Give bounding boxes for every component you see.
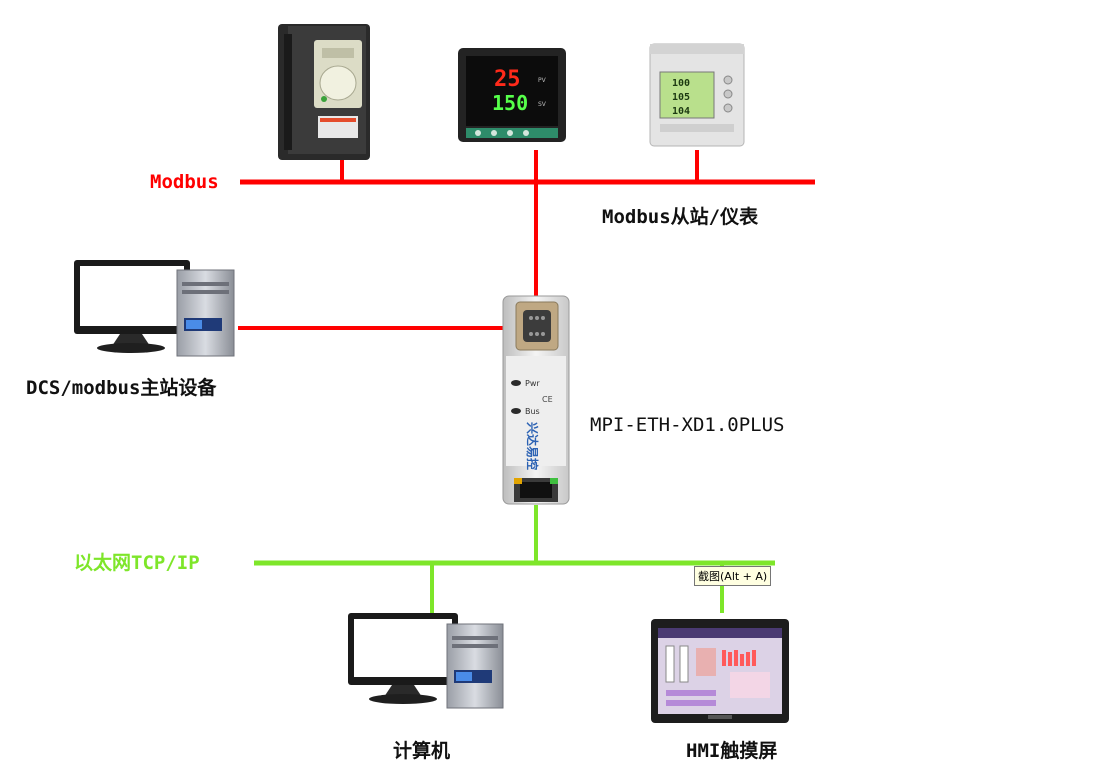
gateway-model-label: MPI-ETH-XD1.0PLUS: [590, 414, 784, 436]
meter-line-2: 105: [672, 92, 690, 103]
gateway-brand: 兴达易控: [525, 422, 540, 470]
ethernet-bus-label: 以太网TCP/IP: [74, 551, 200, 574]
sv-tag: SV: [538, 101, 547, 108]
ethernet-lines: [254, 505, 775, 613]
temperature-controller-icon: 25 150 PV SV: [458, 48, 566, 142]
pv-display: 25: [494, 67, 521, 92]
gateway-ce-mark: CE: [542, 395, 553, 404]
desktop-computer-icon: [348, 613, 504, 709]
gateway-bus-label: Bus: [525, 407, 540, 416]
dcs-master-label: DCS/modbus主站设备: [26, 376, 217, 399]
power-meter-icon: 100 105 104: [649, 43, 745, 147]
screenshot-tooltip: 截图(Alt + A): [694, 566, 772, 586]
computer-label: 计算机: [393, 739, 450, 762]
meter-line-3: 104: [672, 106, 690, 117]
hmi-touchscreen-icon: [651, 619, 789, 723]
meter-line-1: 100: [672, 78, 690, 89]
gateway-icon: Pwr Bus CE 兴达易控: [502, 295, 570, 505]
modbus-bus-label: Modbus: [150, 171, 219, 193]
sv-display: 150: [492, 91, 528, 115]
hmi-label: HMI触摸屏: [686, 739, 777, 762]
modbus-slaves-label: Modbus从站/仪表: [602, 205, 759, 228]
vfd-icon: [278, 24, 370, 160]
desktop-computer-icon: [74, 260, 235, 357]
gateway-pwr-label: Pwr: [525, 379, 540, 388]
pv-tag: PV: [538, 77, 547, 84]
